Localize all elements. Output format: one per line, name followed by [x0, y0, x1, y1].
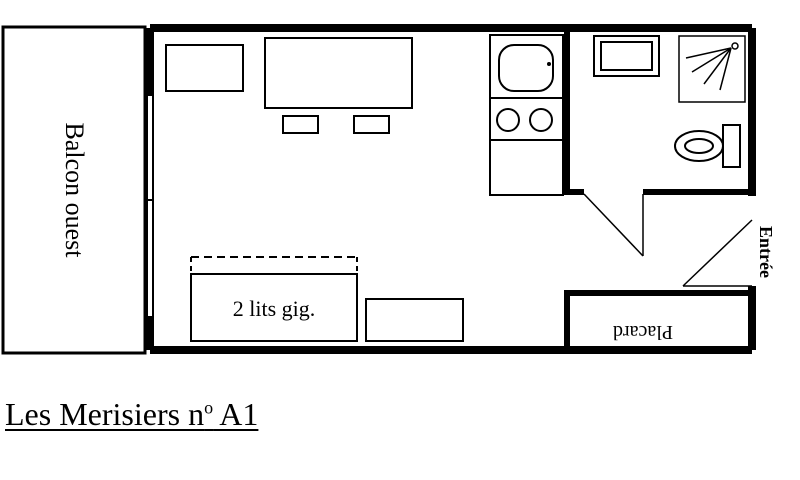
balcony-label: Balcon ouest [60, 122, 89, 258]
shower-head-icon [731, 42, 739, 50]
caption-name: Les Merisiers n [5, 396, 205, 432]
apartment-caption: Les Merisiers no A1 [5, 396, 258, 433]
sideboard [165, 44, 244, 92]
bunk-bed [190, 273, 358, 342]
low-cabinet [365, 298, 464, 342]
entrance-door-swing [682, 219, 753, 287]
hob-burner-icon [529, 108, 553, 132]
balcony-window [146, 96, 154, 316]
stool-right [353, 115, 390, 134]
beds-label: 2 lits gig. [233, 296, 316, 321]
caption-degree: o [204, 397, 214, 418]
entrance-label: Entrée [756, 226, 776, 278]
sink-basin [498, 44, 554, 92]
shower-tray [678, 35, 746, 103]
kitchenette [489, 34, 564, 196]
outer-walls [146, 24, 756, 354]
bathroom-basin [593, 35, 660, 77]
hob-burner-icon [496, 108, 520, 132]
toilet-icon [674, 124, 741, 168]
bathroom-door-swing [583, 193, 644, 257]
floor-plan: Balcon ouest 2 lits gig. Placard Entrée [1, 24, 776, 355]
closet-label: Placard [613, 321, 673, 343]
dining-table [264, 37, 413, 109]
interior-walls [564, 32, 750, 350]
caption-unit: A1 [213, 396, 259, 432]
balcony-area [1, 25, 147, 355]
stool-left [282, 115, 319, 134]
sink-drain-icon [547, 62, 551, 66]
